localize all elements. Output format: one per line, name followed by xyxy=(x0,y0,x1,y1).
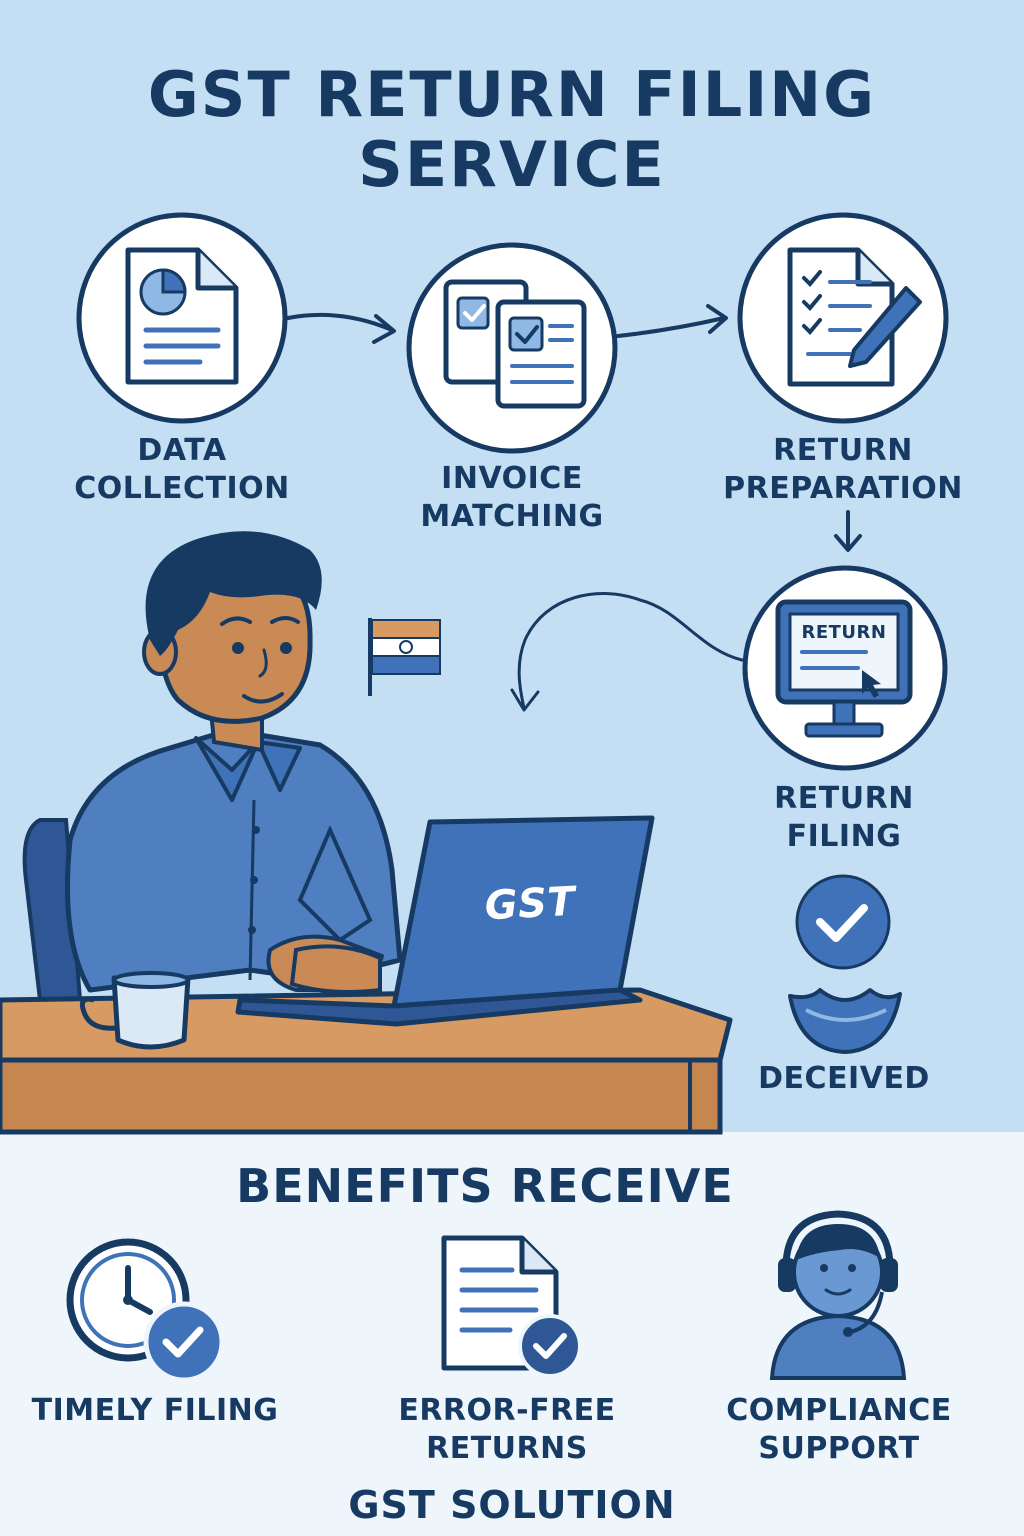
step-invoice-matching: INVOICE MATCHING xyxy=(392,460,632,536)
checklist-pencil-icon xyxy=(737,212,949,424)
step-return-preparation: RETURN PREPARATION xyxy=(708,432,978,508)
monitor-icon xyxy=(742,565,948,771)
document-check-icon xyxy=(441,1235,582,1378)
step-label: MATCHING xyxy=(420,499,604,534)
benefits-title: BENEFITS RECEIVE xyxy=(236,1159,734,1213)
benefit-compliance: COMPLIANCE SUPPORT xyxy=(704,1392,974,1468)
title-line-1: GST RETURN FILING xyxy=(147,58,877,131)
check-circle-icon xyxy=(795,874,891,970)
hand-illustration xyxy=(289,944,382,994)
laptop-illustration xyxy=(235,815,655,1027)
flow-arrow-3 xyxy=(834,510,862,552)
receipt-bowl-icon xyxy=(788,988,902,1054)
page-title: GST RETURN FILING SERVICE xyxy=(0,60,1024,200)
benefit-label: TIMELY FILING xyxy=(31,1393,279,1428)
footer-text: GST SOLUTION xyxy=(348,1483,676,1527)
step-label: DATA xyxy=(137,433,227,468)
clock-check-icon xyxy=(66,1238,225,1383)
title-line-2: SERVICE xyxy=(358,128,666,201)
benefit-label: SUPPORT xyxy=(758,1431,920,1466)
step-return-filing: RETURN FILING xyxy=(724,780,964,856)
support-agent-icon xyxy=(769,1210,907,1380)
benefit-timely-filing: TIMELY FILING xyxy=(20,1392,290,1430)
flow-arrow-2 xyxy=(616,304,728,338)
benefit-label: RETURNS xyxy=(426,1431,588,1466)
step-label: INVOICE xyxy=(441,461,583,496)
invoice-match-icon xyxy=(406,242,618,454)
benefit-label: ERROR-FREE xyxy=(398,1393,616,1428)
document-chart-icon xyxy=(76,212,288,424)
coffee-mug-icon xyxy=(79,971,191,1050)
india-flag-icon xyxy=(368,618,441,696)
flow-arrow-1 xyxy=(286,312,396,344)
step-deceived: DECEIVED xyxy=(758,1061,930,1096)
laptop-label: GST xyxy=(483,878,577,930)
step-label: RETURN xyxy=(773,433,913,468)
step-label: COLLECTION xyxy=(74,471,290,506)
step-label: FILING xyxy=(786,819,902,854)
monitor-screen-text: RETURN xyxy=(801,622,887,643)
flow-arrow-4 xyxy=(510,592,744,712)
step-label: RETURN xyxy=(774,781,914,816)
step-data-collection: DATA COLLECTION xyxy=(62,432,302,508)
benefit-error-free: ERROR-FREE RETURNS xyxy=(372,1392,642,1468)
step-label: PREPARATION xyxy=(723,471,963,506)
benefit-label: COMPLIANCE xyxy=(726,1393,952,1428)
